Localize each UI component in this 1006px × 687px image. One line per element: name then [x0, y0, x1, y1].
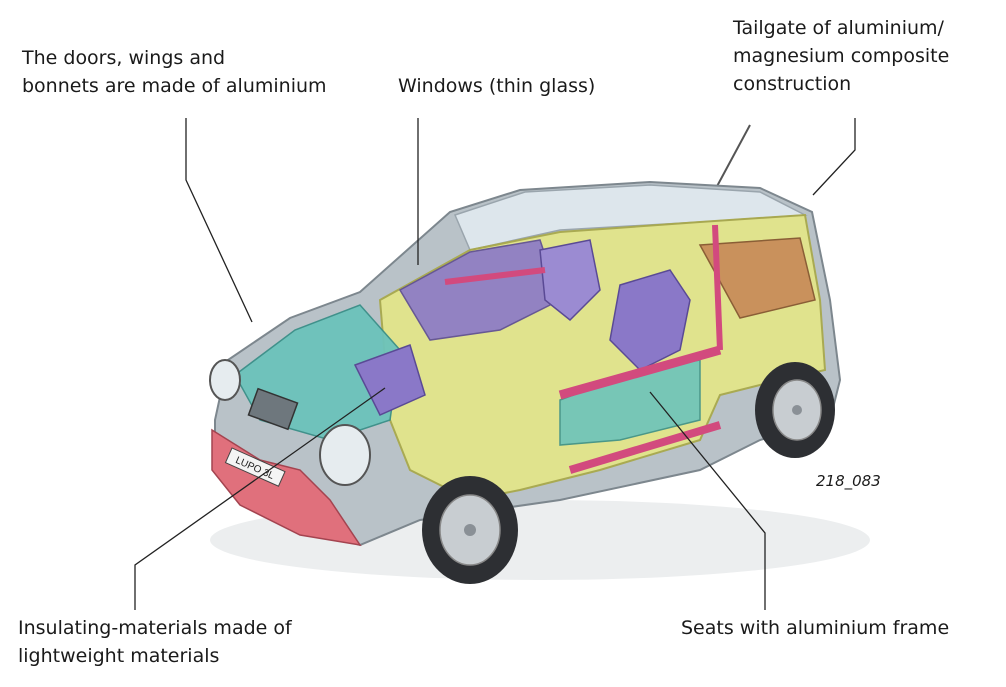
roof-rail	[444, 267, 546, 285]
rear-wheel	[755, 362, 835, 458]
callout-doors-line1: The doors, wings and	[22, 47, 226, 69]
leader-tailgate	[812, 118, 856, 196]
leader-insulation	[134, 387, 386, 610]
callout-tailgate-line1: Tailgate of aluminium/	[733, 17, 944, 39]
figure-number: 218_083	[816, 472, 881, 490]
seat-frame-front	[609, 269, 691, 371]
rear-floor	[698, 237, 816, 319]
sill-rail-lower	[568, 421, 722, 474]
callout-tailgate: Tailgate of aluminium/ magnesium composi…	[733, 14, 949, 98]
antenna	[714, 124, 751, 191]
callout-insulation-line2: lightweight materials	[18, 645, 220, 667]
callout-seats-line1: Seats with aluminium frame	[681, 617, 950, 639]
seat-frame-rear	[539, 239, 601, 322]
callout-windows-line1: Windows (thin glass)	[398, 75, 596, 97]
callout-doors: The doors, wings and bonnets are made of…	[22, 44, 327, 100]
pillar-rail	[712, 224, 723, 351]
callout-seats: Seats with aluminium frame	[681, 614, 949, 642]
headlight-right	[319, 424, 371, 486]
callout-insulation-line1: Insulating-materials made of	[18, 617, 292, 639]
leader-doors	[185, 118, 253, 323]
sill-rail-upper	[558, 345, 722, 400]
callout-leaders	[134, 118, 856, 610]
front-wheel	[422, 476, 518, 584]
grille	[247, 387, 299, 431]
callout-doors-line2: bonnets are made of aluminium	[22, 75, 327, 97]
callout-windows: Windows (thin glass)	[398, 72, 595, 100]
leader-seats	[649, 391, 766, 610]
callout-insulation: Insulating-materials made of lightweight…	[18, 614, 292, 670]
callout-tailgate-line2: magnesium composite	[733, 45, 950, 67]
headlight-left	[209, 359, 241, 401]
callout-tailgate-line3: construction	[733, 73, 852, 95]
